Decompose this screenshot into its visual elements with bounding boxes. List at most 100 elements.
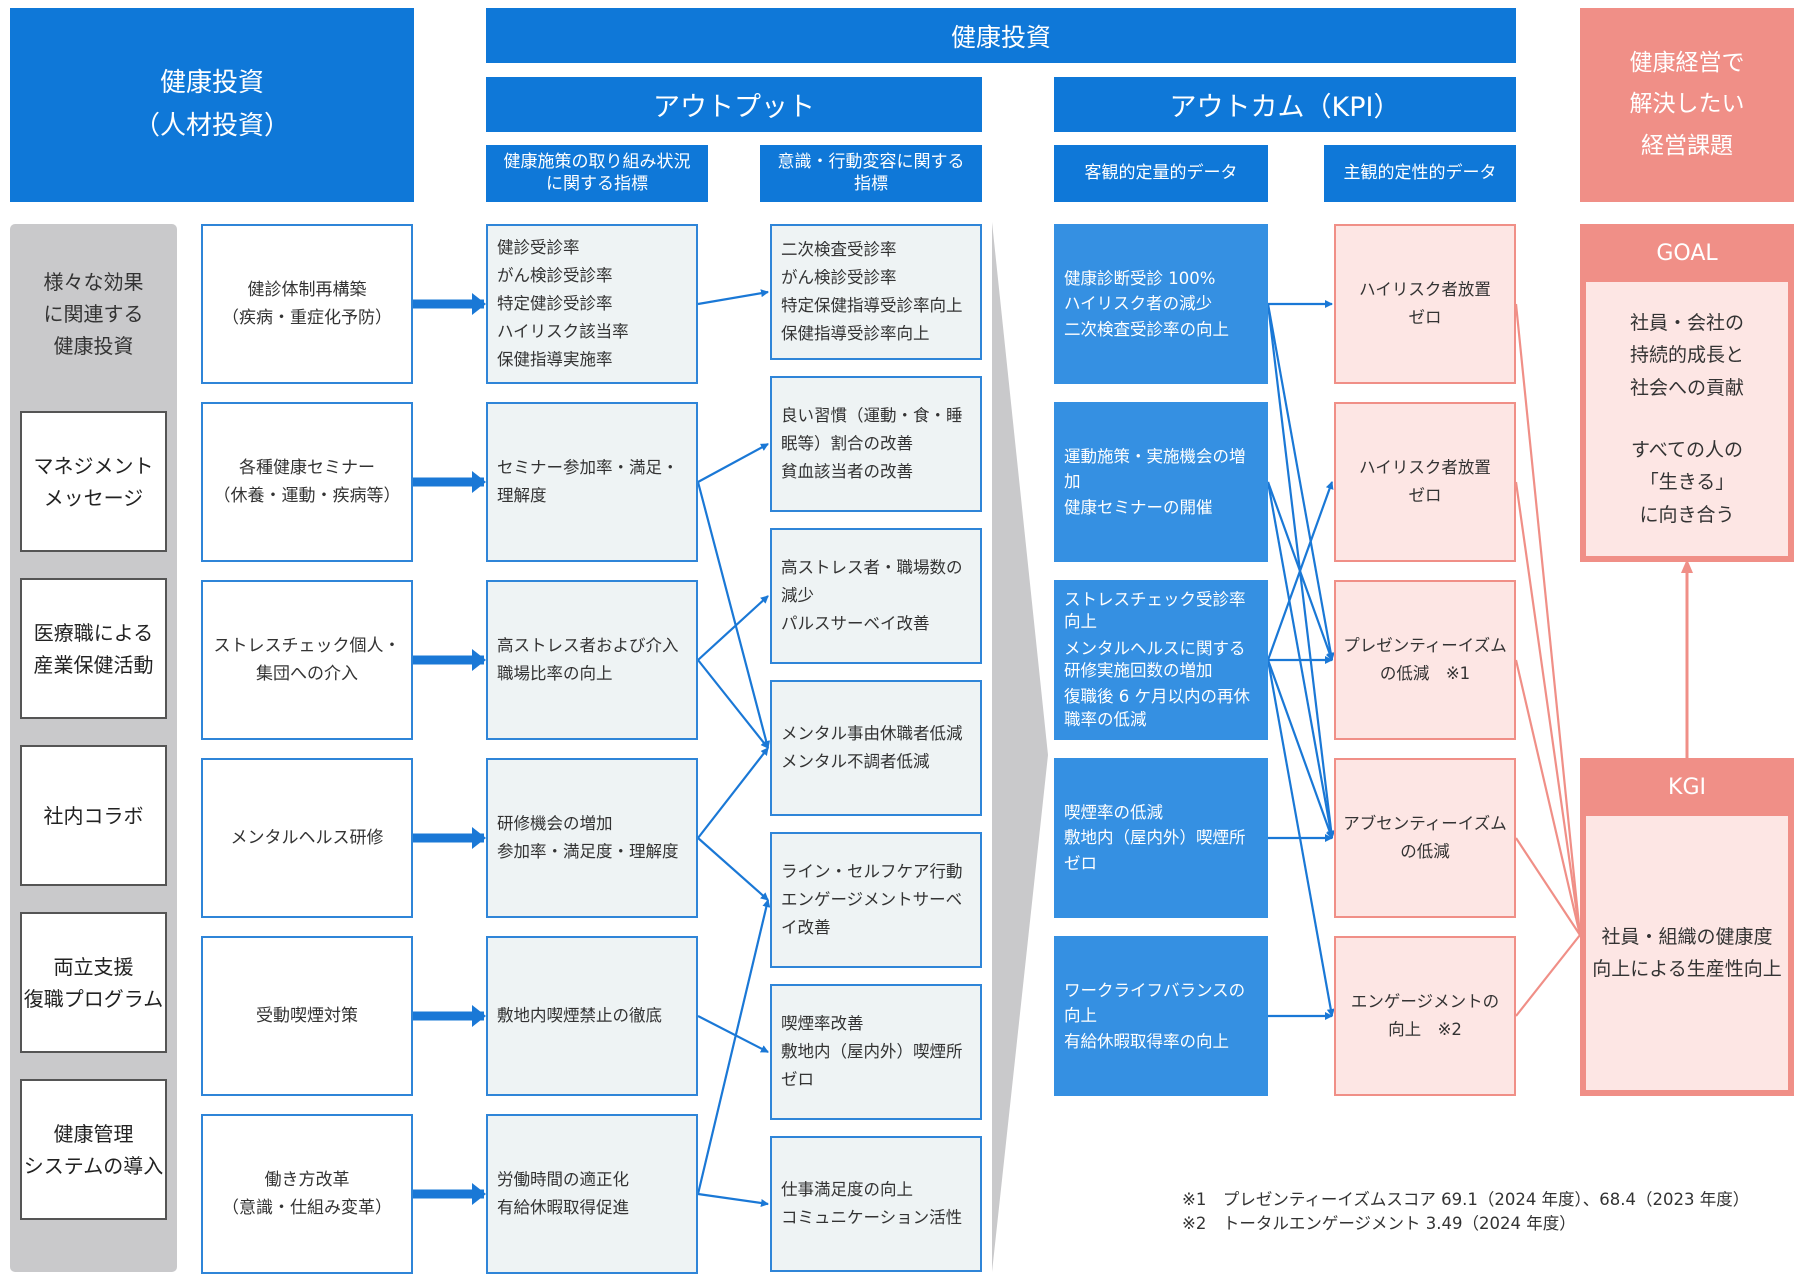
indicator-line: ハイリスク該当率	[497, 322, 629, 342]
left-item-return-to-work: 両立支援 復職プログラム	[20, 912, 167, 1053]
link-a-3	[697, 595, 769, 661]
initiative-indicator-worktime: 労働時間の適正化 有給休暇取得促進	[486, 1114, 698, 1274]
subheader-objective-data: 客観的定量的データ	[1054, 145, 1268, 202]
link-a-4	[697, 659, 769, 749]
link-a-1	[697, 443, 769, 483]
kpi-subjective-absenteeism: アブセンティーイズム の低減	[1334, 758, 1516, 918]
behavior-indicator-self-care: ライン・セルフケア行動 エンゲージメントサーベ イ改善	[770, 832, 982, 968]
blue-connector-lines	[696, 289, 1336, 1207]
initiative-line: （意識・仕組み変革）	[222, 1198, 392, 1218]
initiative-passive-smoking: 受動喫煙対策	[201, 936, 413, 1096]
behavior-indicator-smoking: 喫煙率改善 敷地内（屋内外）喫煙所 ゼロ	[770, 984, 982, 1120]
link-a-7	[697, 1015, 769, 1053]
initiative-line: メンタルヘルス研修	[230, 827, 384, 848]
initiative-line: ストレスチェック個人・	[213, 635, 401, 656]
kpi-objective-exercise: 運動施策・実施機会の増 加 健康セミナーの開催	[1054, 402, 1268, 562]
kpi-line: 二次検査受診率の向上	[1064, 319, 1229, 339]
header-investment-left: 健康投資 （人材投資）	[10, 8, 414, 202]
behavior-line: 特定保健指導受診率向上	[781, 296, 963, 315]
kgi-label: KGI	[1668, 774, 1706, 800]
link-a-5	[697, 747, 769, 839]
indicator-line: 健診受診率	[497, 237, 580, 257]
behavior-line: がん検診受診率	[781, 267, 897, 287]
initiative-line: 各種健康セミナー	[239, 457, 375, 478]
kpi-subjective-presenteeism: プレゼンティーイズム の低減 ※1	[1334, 580, 1516, 740]
indicator-line: 参加率・満足度・理解度	[497, 842, 679, 861]
goal-label: GOAL	[1656, 240, 1718, 266]
behavior-line: ライン・セルフケア行動	[781, 861, 963, 881]
initiative-line: 集団への介入	[256, 664, 358, 684]
subjective-line: エンゲージメントの	[1350, 991, 1500, 1011]
subheader-behavior-line1: 意識・行動変容に関する	[777, 152, 965, 173]
pink-link-2	[1514, 659, 1582, 936]
kpi-objective-checkup: 健康診断受診 100% ハイリスク者の減少 二次検査受診率の向上	[1054, 224, 1268, 384]
initiative-line: （疾病・重症化予防）	[222, 308, 392, 328]
behavior-indicator-job-satisfaction: 仕事満足度の向上 コミュニケーション活性	[770, 1136, 982, 1272]
initiative-work-style-reform: 働き方改革 （意識・仕組み変革）	[201, 1114, 413, 1274]
pink-link-4	[1515, 934, 1581, 1017]
subjective-line: 向上 ※2	[1388, 1020, 1462, 1039]
goal-line: すべての人の	[1631, 439, 1743, 461]
behavior-indicator-good-habits: 良い習慣（運動・食・睡 眠等）割合の改善 貧血該当者の改善	[770, 376, 982, 512]
kgi-line: 社員・組織の健康度	[1601, 925, 1773, 948]
kpi-subjective-high-risk-2: ハイリスク者放置 ゼロ	[1334, 402, 1516, 562]
indicator-line: 職場比率の向上	[497, 664, 613, 683]
indicator-line: セミナー参加率・満足・	[497, 457, 679, 477]
subjective-line: ハイリスク者放置	[1359, 457, 1491, 477]
header-issue-line1: 健康経営で	[1629, 49, 1745, 76]
header-investment-top: 健康投資	[486, 8, 1516, 63]
indicator-line: 有給休暇取得促進	[497, 1198, 629, 1217]
initiative-health-seminars: 各種健康セミナー （休養・運動・疾病等）	[201, 402, 413, 562]
behavior-line: パルスサーベイ改善	[781, 614, 930, 634]
behavior-line: 良い習慣（運動・食・睡	[781, 405, 963, 425]
left-title-line3: 健康投資	[53, 334, 134, 358]
subheader-initiative-line1: 健康施策の取り組み状況	[503, 152, 691, 173]
subjective-line: プレゼンティーイズム	[1343, 635, 1507, 655]
subjective-line: ゼロ	[1408, 308, 1442, 327]
left-item-occupational-health: 医療職による 産業保健活動	[20, 578, 167, 719]
initiative-checkup-rebuild: 健診体制再構築 （疾病・重症化予防）	[201, 224, 413, 384]
pink-link-3	[1515, 837, 1581, 936]
behavior-line: エンゲージメントサーベ	[781, 889, 963, 909]
kpi-line: ストレスチェック受診率	[1064, 590, 1246, 610]
kpi-objective-stress-check: ストレスチェック受診率 向上 メンタルヘルスに関する 研修実施回数の増加 復職後…	[1054, 580, 1268, 740]
left-item-health-system: 健康管理 システムの導入	[20, 1079, 167, 1220]
kpi-subjective-engagement: エンゲージメントの 向上 ※2	[1334, 936, 1516, 1096]
indicator-line: 高ストレス者および介入	[497, 635, 679, 655]
link-a-9	[697, 1192, 769, 1207]
subheader-behavior-line2: 指標	[854, 173, 888, 194]
left-item-line: 産業保健活動	[33, 652, 154, 677]
kpi-line: 加	[1064, 472, 1081, 492]
kpi-objective-work-life: ワークライフバランスの 向上 有給休暇取得率の向上	[1054, 936, 1268, 1096]
header-output-label: アウトプット	[653, 92, 815, 123]
kpi-line: 向上	[1064, 612, 1097, 632]
indicator-line: 特定健診受診率	[497, 293, 613, 313]
header-issue-line2: 解決したい	[1629, 91, 1745, 118]
link-a-6	[697, 837, 769, 901]
kpi-line: 復職後 6 ケ月以内の再休	[1064, 687, 1250, 707]
subjective-line: の低減 ※1	[1379, 664, 1471, 683]
behavior-line: 保健指導受診率向上	[781, 324, 930, 344]
left-item-line: 両立支援	[53, 954, 134, 979]
initiative-indicator-stress: 高ストレス者および介入 職場比率の向上	[486, 580, 698, 740]
behavior-indicator-mental-leave: メンタル事由休職者低減 メンタル不調者低減	[770, 680, 982, 816]
behavior-indicator-secondary-exam: 二次検査受診率 がん検診受診率 特定保健指導受診率向上 保健指導受診率向上	[770, 224, 982, 360]
header-outcome-label: アウトカム（KPI）	[1169, 92, 1401, 123]
link-a-8	[696, 899, 771, 1195]
indicator-line: 研修機会の増加	[497, 813, 613, 833]
kgi-box: KGI 社員・組織の健康度 向上による生産性向上	[1580, 758, 1794, 1096]
kgi-content: 社員・組織の健康度 向上による生産性向上	[1586, 816, 1788, 1090]
subjective-line: アブセンティーイズム	[1343, 813, 1507, 833]
initiative-line: 受動喫煙対策	[256, 1005, 358, 1026]
left-item-management-message: マネジメント メッセージ	[20, 411, 167, 552]
indicator-line: 保健指導実施率	[497, 350, 613, 370]
goal-line: 社会への貢献	[1629, 376, 1744, 399]
kpi-line: 研修実施回数の増加	[1064, 661, 1213, 680]
link-a-2	[696, 481, 771, 749]
indicator-line: 労働時間の適正化	[497, 1169, 629, 1189]
goal-line: 持続的成長と	[1629, 344, 1744, 367]
left-item-line: 医療職による	[33, 620, 154, 645]
subheader-subjective-data: 主観的定性的データ	[1324, 145, 1516, 202]
goal-line: 社員・会社の	[1629, 312, 1744, 335]
